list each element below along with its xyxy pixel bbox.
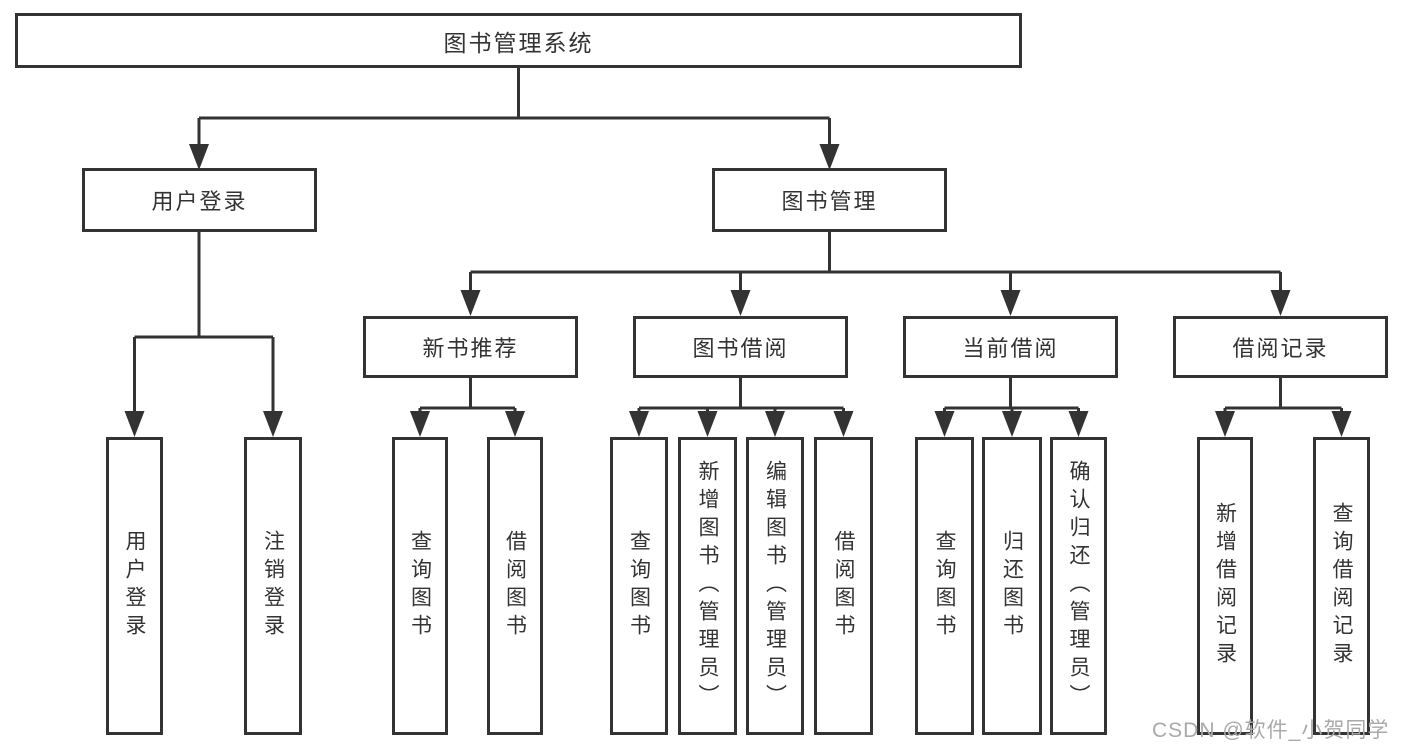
leaf-query-books-recommend: 查询图书 — [392, 437, 448, 735]
node-book-borrowing: 图书借阅 — [633, 316, 848, 378]
node-label: 查询借阅记录 — [1330, 502, 1353, 670]
node-label: 用户登录 — [151, 189, 248, 214]
leaf-user-login: 用户登录 — [106, 437, 163, 735]
leaf-add-borrow-record: 新增借阅记录 — [1197, 437, 1253, 735]
node-label: 借阅图书 — [832, 530, 855, 642]
node-label: 新增图书（管理员） — [696, 460, 719, 712]
node-label: 新书推荐 — [422, 336, 519, 361]
node-label: 图书管理 — [781, 189, 878, 214]
leaf-logout: 注销登录 — [244, 437, 302, 735]
leaf-borrow-books-recommend: 借阅图书 — [487, 437, 543, 735]
node-new-book-recommendation: 新书推荐 — [363, 316, 578, 378]
node-label: 图书管理系统 — [443, 29, 594, 56]
node-label: 用户登录 — [123, 530, 146, 642]
node-book-management: 图书管理 — [712, 168, 947, 232]
node-label: 查询图书 — [627, 530, 651, 642]
node-user-login: 用户登录 — [82, 168, 317, 232]
node-label: 借阅记录 — [1232, 336, 1329, 361]
leaf-query-books-current: 查询图书 — [915, 437, 974, 735]
node-library-management-system: 图书管理系统 — [15, 13, 1022, 68]
node-label: 确认归还（管理员） — [1067, 460, 1090, 712]
node-label: 归还图书 — [1000, 530, 1024, 642]
node-label: 新增借阅记录 — [1213, 502, 1237, 670]
node-borrowing-records: 借阅记录 — [1173, 316, 1388, 378]
leaf-return-books: 归还图书 — [982, 437, 1042, 735]
node-label: 借阅图书 — [503, 530, 527, 642]
csdn-watermark: CSDN @软件_小贺同学 — [1152, 719, 1390, 742]
node-label: 查询图书 — [933, 530, 956, 642]
node-label: 查询图书 — [408, 530, 432, 642]
leaf-query-books-borrowing: 查询图书 — [610, 437, 668, 735]
node-label: 编辑图书（管理员） — [763, 460, 787, 712]
leaf-query-borrow-record: 查询借阅记录 — [1313, 437, 1370, 735]
node-label: 图书借阅 — [692, 336, 789, 361]
node-label: 当前借阅 — [962, 336, 1059, 361]
leaf-edit-books-admin: 编辑图书（管理员） — [746, 437, 804, 735]
leaf-add-books-admin: 新增图书（管理员） — [678, 437, 737, 735]
node-label: 注销登录 — [261, 530, 285, 642]
node-current-borrowing: 当前借阅 — [903, 316, 1118, 378]
leaf-borrow-books-borrowing: 借阅图书 — [814, 437, 873, 735]
leaf-confirm-return-admin: 确认归还（管理员） — [1050, 437, 1107, 735]
